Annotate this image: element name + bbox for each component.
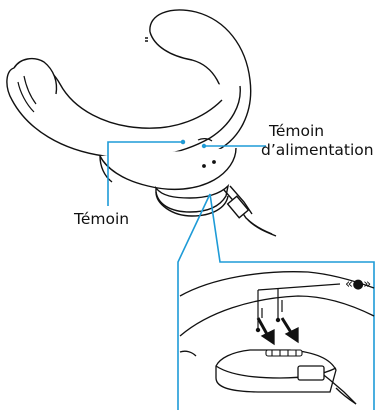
usb-cable bbox=[224, 186, 276, 236]
neckband-speaker bbox=[7, 10, 251, 189]
power-indicator-label-line1: Témoin bbox=[269, 122, 374, 141]
charging-contacts bbox=[266, 350, 302, 356]
leader-zoom-left bbox=[178, 194, 210, 410]
charge-leader bbox=[256, 284, 340, 332]
charging-cradle bbox=[156, 186, 228, 216]
power-indicator-label: Témoin d’alimentation bbox=[269, 122, 374, 160]
power-indicator-label-line2: d’alimentation bbox=[261, 141, 374, 160]
charge-symbol-label: «●» bbox=[345, 275, 371, 294]
indicator-label: Témoin bbox=[74, 210, 129, 229]
